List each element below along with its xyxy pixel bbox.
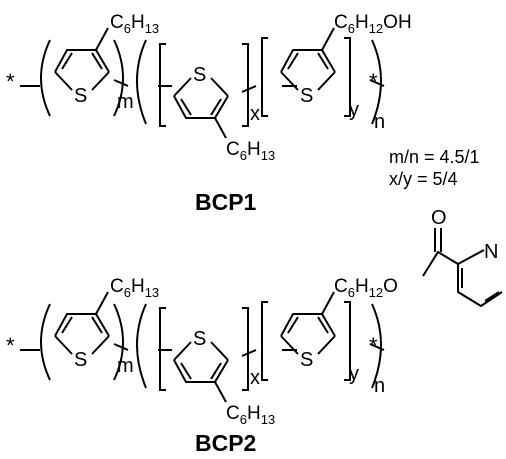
- bcp1-ring1-hexyl: C6H13: [110, 12, 159, 36]
- bcp1-structure: * * S C6H13 S C6H13 S C6H12OH m x y n m/…: [6, 12, 480, 215]
- bcp2-ring1-substituent-bond: [95, 291, 109, 315]
- bcp2-end-group-left: *: [6, 333, 15, 358]
- bcp2-name: BCP2: [195, 430, 256, 456]
- bcp1-subscript-m: m: [117, 91, 134, 113]
- bcp1-ring3-substituent-bond: [321, 27, 335, 51]
- bcp1-subscript-x: x: [250, 103, 260, 125]
- bcp2-pyridine-nitrogen: N: [484, 241, 498, 263]
- bcp2-subscript-y: y: [349, 363, 359, 385]
- bcp1-ring3-sulfur: S: [300, 85, 313, 107]
- bcp2-ring1-sulfur: S: [74, 349, 87, 371]
- bcp2-subscript-m: m: [117, 355, 134, 377]
- bcp1-subscript-y: y: [349, 99, 359, 121]
- bcp1-paren-m: [40, 39, 124, 117]
- bcp1-ring2-sulfur: S: [193, 64, 206, 86]
- bcp1-ratio-xy: x/y = 5/4: [389, 169, 458, 189]
- bcp2-structure: * * S C6H13 S C6H13 S C6H12O O N m x y n: [6, 207, 503, 456]
- bcp2-paren-m: [40, 303, 124, 381]
- bcp2-ring2-hexyl: C6H13: [226, 403, 275, 427]
- bcp2-bracket-x: [159, 307, 249, 391]
- bcp2-ring2-sulfur: S: [193, 328, 206, 350]
- bcp2-ester-bonds: [422, 228, 459, 277]
- bcp2-ring3-substituent-bond: [321, 291, 335, 315]
- bcp1-end-group-left: *: [6, 69, 15, 94]
- bcp2-ring1-hexyl: C6H13: [110, 276, 159, 300]
- bcp1-paren-n: [136, 39, 382, 125]
- bcp2-carbonyl-oxygen: O: [431, 207, 447, 229]
- bcp1-name: BCP1: [195, 189, 257, 215]
- bcp1-ratio-mn: m/n = 4.5/1: [389, 147, 480, 167]
- bcp1-ring2-substituent-bond: [214, 117, 227, 139]
- bcp2-subscript-n: n: [374, 375, 385, 397]
- bcp1-ring1-substituent-bond: [95, 27, 109, 51]
- bcp1-bracket-y: [261, 37, 351, 117]
- bcp2-bracket-y: [261, 301, 351, 381]
- bcp2-ring3-linker: C6H12O: [334, 276, 398, 300]
- bcp1-bracket-x: [159, 43, 249, 127]
- bcp1-ring1-sulfur: S: [74, 85, 87, 107]
- bcp1-subscript-n: n: [374, 111, 385, 133]
- bcp1-ring2-hexyl: C6H13: [226, 139, 275, 163]
- bcp2-pyridine-ring: [457, 249, 503, 307]
- bcp2-subscript-x: x: [250, 367, 260, 389]
- bcp1-ring3-linker: C6H12OH: [334, 12, 412, 36]
- bcp2-ring2-substituent-bond: [214, 381, 227, 403]
- bcp2-ring3-sulfur: S: [300, 349, 313, 371]
- bcp2-paren-n: [136, 303, 382, 389]
